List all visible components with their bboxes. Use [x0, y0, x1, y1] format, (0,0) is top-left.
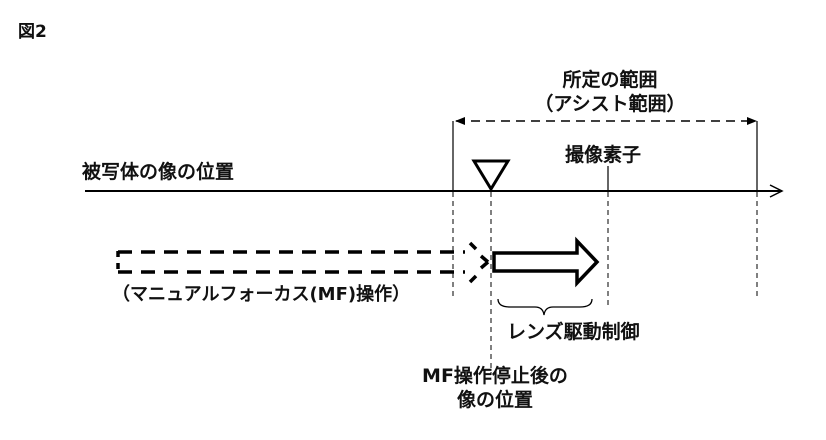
range-title-line2: （アシスト範囲）: [534, 93, 686, 115]
axis-label: 被写体の像の位置: [82, 161, 235, 183]
stop-position-line1: MF操作停止後の: [422, 365, 568, 387]
range-title: 所定の範囲 （アシスト範囲）: [520, 68, 700, 116]
figure-label: 図2: [18, 22, 47, 42]
lens-drive-brace: [497, 298, 593, 316]
mf-operation-label: （マニュアルフォーカス(MF)操作）: [112, 284, 411, 305]
stop-position-triangle-icon: [471, 159, 511, 192]
axis-arrowhead-icon: [769, 184, 784, 198]
stop-position-line2: 像の位置: [456, 389, 533, 411]
range-title-line1: 所定の範囲: [562, 69, 658, 91]
sensor-label: 撮像素子: [565, 144, 642, 166]
lens-drive-arrow: [492, 236, 600, 288]
mf-operation-arrow: [116, 241, 490, 284]
lens-drive-label: レンズ駆動制御: [507, 321, 640, 343]
stop-position-label: MF操作停止後の 像の位置: [395, 364, 595, 412]
